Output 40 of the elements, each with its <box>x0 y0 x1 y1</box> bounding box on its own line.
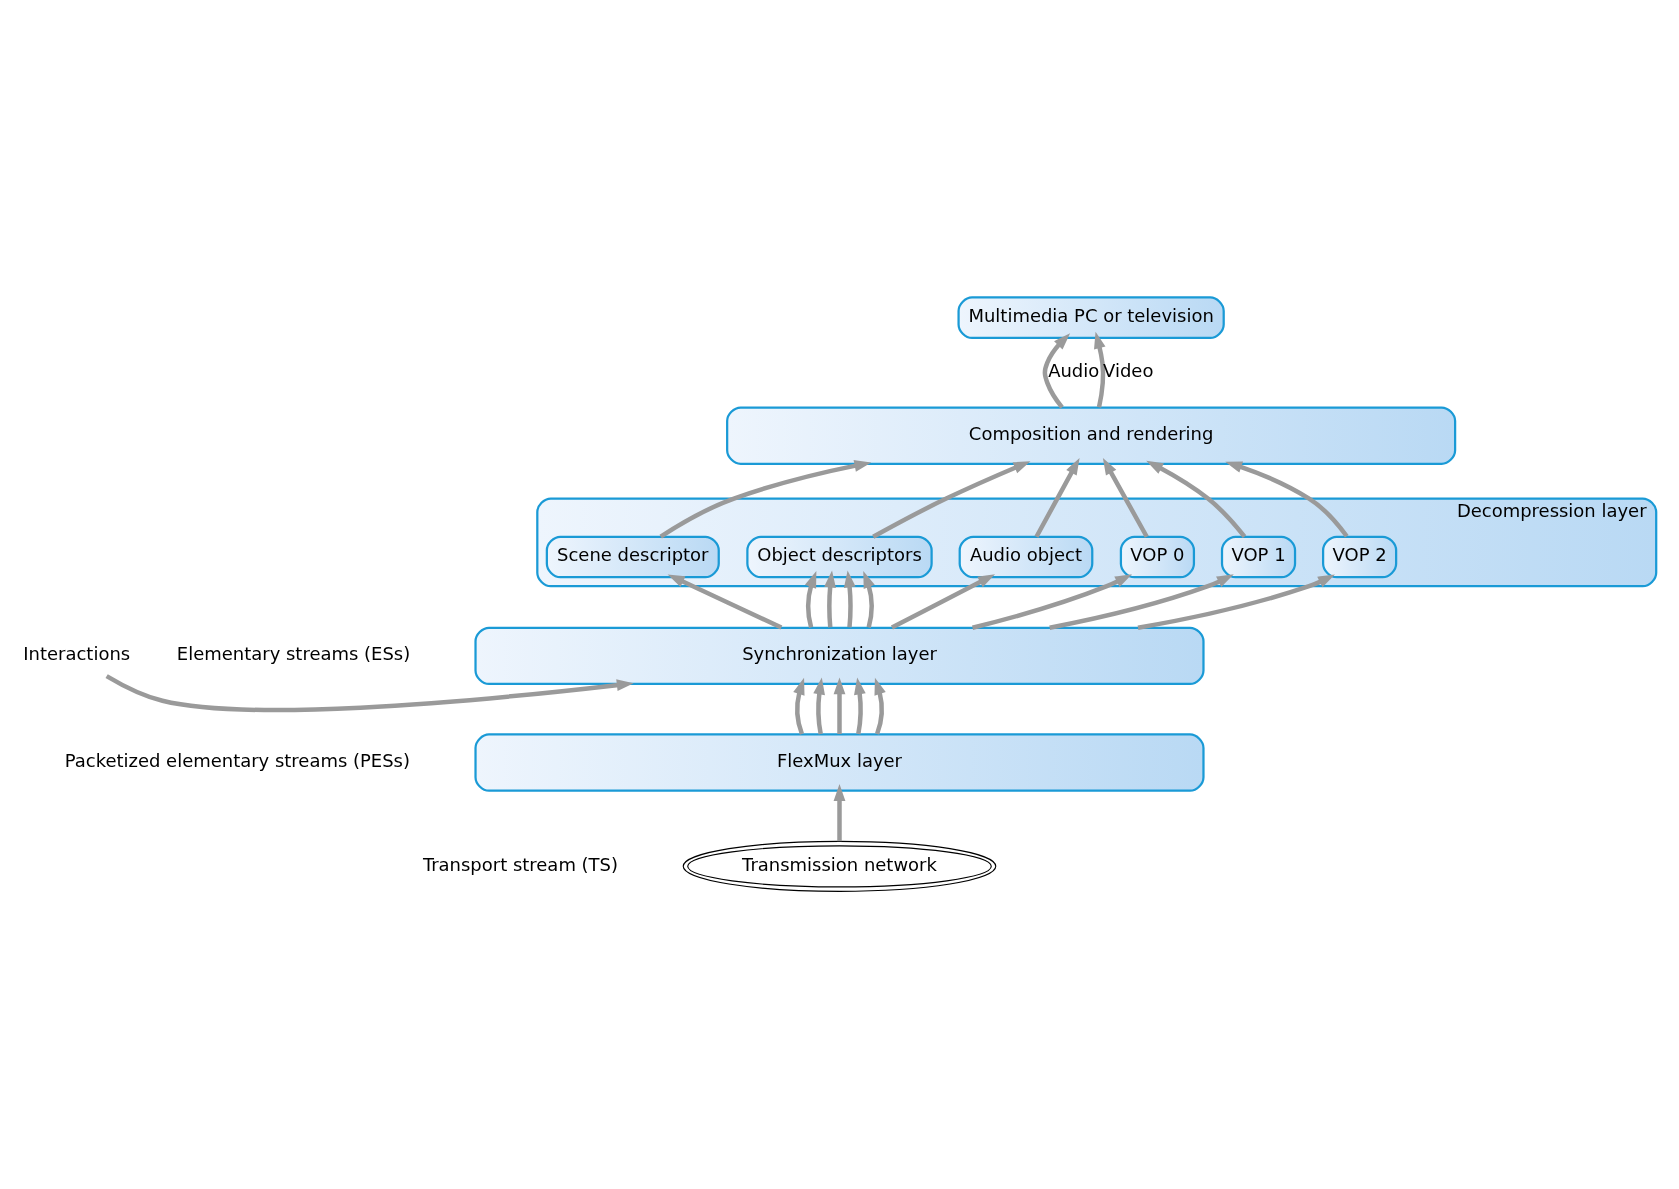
label: Elementary streams (ESs) <box>176 643 411 665</box>
arrow <box>1146 460 1247 539</box>
node-box: VOP 2 <box>1322 535 1398 579</box>
node-box: Object descriptors <box>746 535 933 579</box>
arrow <box>805 570 817 628</box>
edge-label: Audio <box>1048 360 1100 382</box>
node-box: Composition and rendering <box>726 406 1457 465</box>
arrow <box>843 570 856 628</box>
node-text: Interactions <box>23 643 131 665</box>
node-box: Scene descriptor <box>545 535 720 579</box>
node-ellipse: Transmission network <box>682 840 997 892</box>
arrow <box>105 674 634 713</box>
arrow <box>1225 461 1349 538</box>
node-box: FlexMux layer <box>474 733 1205 792</box>
node-box: Synchronization layer <box>474 626 1205 686</box>
node-box: Multimedia PC or television <box>957 296 1225 340</box>
node-box: VOP 0 <box>1119 535 1196 579</box>
arrow <box>813 677 825 735</box>
label: Packetized elementary streams (PESs) <box>64 749 410 771</box>
arrow <box>659 460 872 539</box>
arrow <box>1034 457 1080 538</box>
arrow <box>667 574 783 630</box>
node-box: Audio object <box>958 535 1094 579</box>
node-box: VOP 1 <box>1220 535 1297 579</box>
arrow <box>833 784 846 842</box>
arrow <box>863 570 875 628</box>
arrow <box>890 574 996 630</box>
arrow <box>1042 333 1071 409</box>
label: Transport stream (TS) <box>422 853 619 875</box>
arrow <box>854 677 866 735</box>
arrow <box>824 570 836 628</box>
arrow <box>1094 331 1106 408</box>
arrow <box>972 574 1132 630</box>
arrow <box>874 677 886 735</box>
arrow <box>833 677 846 734</box>
arrow <box>1049 574 1234 630</box>
edge-label: Video <box>1103 360 1154 382</box>
arrow <box>1137 574 1335 630</box>
arrow <box>1102 457 1149 538</box>
arrow <box>793 677 805 735</box>
